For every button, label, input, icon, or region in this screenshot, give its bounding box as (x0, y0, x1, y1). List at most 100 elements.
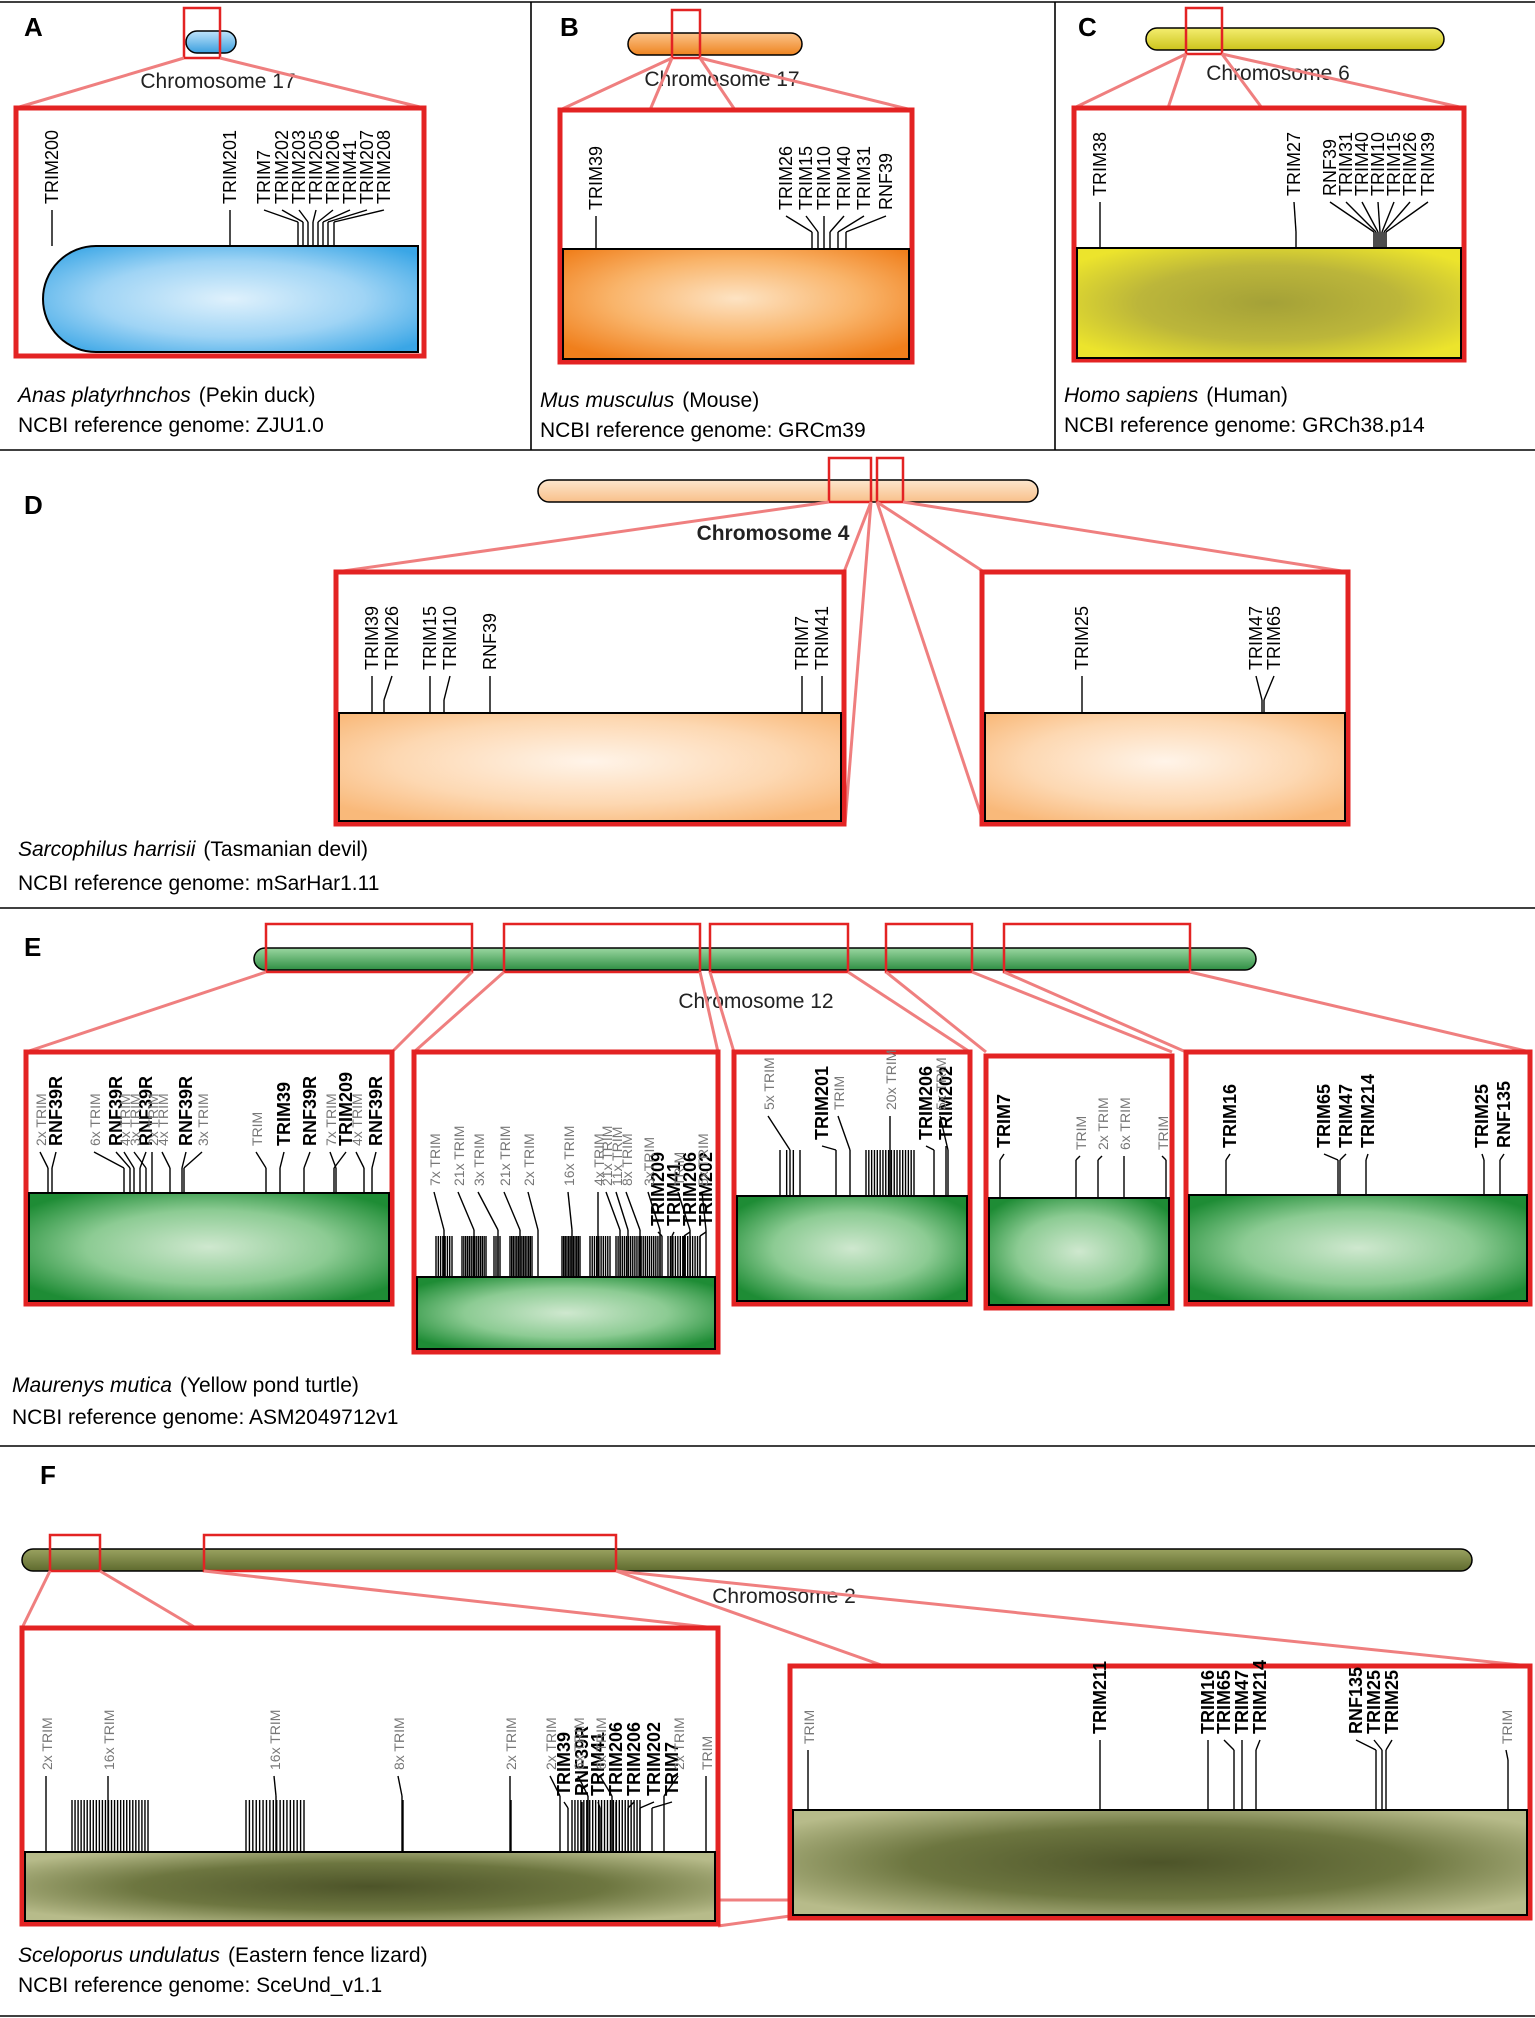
gene-marker (433, 1191, 445, 1277)
gene-label: TRIM38 (1090, 132, 1110, 196)
gene-marker (279, 1151, 285, 1193)
chromosome-segment (42, 245, 419, 353)
gene-marker (333, 209, 385, 246)
common-name: (Yellow pond turtle) (180, 1374, 359, 1397)
gene-marker (677, 1191, 691, 1277)
gene-label: TRIM25 (1364, 1670, 1384, 1734)
selection-box (182, 6, 222, 60)
gene-label: 16x TRIM (267, 1710, 283, 1770)
gene-cluster (561, 1236, 581, 1277)
gene-marker (329, 1151, 337, 1193)
gene-label: TRIM10 (440, 606, 460, 670)
gene-label: 6x TRIM (87, 1093, 103, 1146)
gene-marker (805, 215, 819, 249)
gene-label: TRIM7 (994, 1094, 1014, 1148)
gene-label: TRIM15 (420, 606, 440, 670)
gene-marker (281, 209, 304, 246)
gene-label: RNF39R (572, 1726, 592, 1796)
chromosome-segment (28, 1192, 390, 1302)
gene-label: 2x TRIM (503, 1717, 519, 1770)
panel-label: F (40, 1460, 56, 1490)
gene-label: TRIM41 (812, 606, 832, 670)
gene-label: TRIM (1073, 1116, 1089, 1150)
gene-label: 7x TRIM (427, 1133, 443, 1186)
gene-marker (925, 1145, 935, 1196)
reference-genome: NCBI reference genome: mSarHar1.11 (18, 872, 379, 895)
gene-marker (1385, 1739, 1393, 1810)
gene-label: TRIM47 (1246, 606, 1266, 670)
gene-label: TRIM214 (1358, 1074, 1378, 1148)
gene-label: TRIM26 (1400, 132, 1420, 196)
gene-label: 3xTRIM (641, 1137, 657, 1186)
zoom-inset (333, 569, 847, 827)
chromosome-segment (338, 712, 842, 822)
gene-label: TRIM201 (220, 130, 240, 204)
gene-label: TRIM10 (814, 146, 834, 210)
gene-marker (605, 1191, 621, 1277)
gene-marker (1255, 1739, 1261, 1810)
gene-label: RNF39 (876, 153, 896, 210)
gene-label: 2x TRIM (1095, 1097, 1111, 1150)
gene-marker (1383, 201, 1411, 248)
gene-label: TRIM26 (776, 146, 796, 210)
zoom-inset (787, 1663, 1533, 1921)
gene-marker (567, 1191, 573, 1277)
gene-cluster (589, 1236, 611, 1277)
species-name: Homo sapiens (1064, 384, 1199, 407)
gene-label: TRIM39 (1418, 132, 1438, 196)
chromosome-segment (562, 248, 910, 360)
chromosome-segment (1076, 247, 1462, 359)
zoom-inset (983, 1053, 1175, 1311)
selection-box (875, 456, 905, 504)
gene-label: TRIM7 (662, 1742, 682, 1796)
panel-label: B (560, 12, 579, 42)
gene-marker (1373, 1739, 1383, 1810)
gene-marker (397, 1775, 403, 1852)
gene-label: TRIM203 (289, 130, 309, 204)
gene-label: RNF39R (106, 1076, 126, 1146)
gene-label: TRIM (831, 1076, 847, 1110)
species-name: Maurenys mutica (12, 1374, 172, 1397)
gene-label: 6x TRIM (571, 1717, 587, 1770)
gene-label: RNF135 (1346, 1667, 1366, 1734)
gene-label: 11x TRIM (609, 1127, 625, 1186)
gene-label: TRIM31 (1336, 132, 1356, 196)
gene-marker (625, 1191, 641, 1277)
gene-marker (255, 1151, 267, 1193)
svg-text:Mus musculus(Mouse): Mus musculus(Mouse) (540, 389, 759, 412)
gene-marker (298, 209, 309, 246)
selection-box (1002, 922, 1192, 974)
chromosome-bar (21, 1548, 1473, 1572)
gene-marker (671, 1231, 675, 1277)
gene-marker (1097, 1155, 1103, 1198)
gene-label: TRIM (699, 1736, 715, 1770)
gene-cluster (461, 1236, 487, 1277)
zoom-inset (1071, 105, 1467, 363)
chromosome-bar (1145, 27, 1445, 51)
gene-label: RNF135 (1494, 1081, 1514, 1148)
panel-label: C (1078, 12, 1097, 42)
gene-label: RNF39R (46, 1076, 66, 1146)
species-caption: Sarcophilus harrisii(Tasmanian devil) NC… (18, 838, 379, 895)
selection-box (502, 922, 702, 974)
zoom-inset (557, 107, 915, 365)
gene-marker (939, 1115, 949, 1196)
gene-marker (837, 1115, 851, 1196)
selection-box (264, 922, 474, 974)
common-name: (Human) (1206, 384, 1288, 407)
gene-marker (183, 1151, 203, 1193)
gene-marker (477, 1191, 499, 1277)
gene-marker (123, 1151, 135, 1193)
gene-label: 20x TRIM (883, 1050, 899, 1110)
gene-marker (785, 215, 813, 249)
gene-marker (39, 1151, 49, 1193)
gene-marker (443, 675, 451, 713)
gene-label: TRIM7 (254, 150, 274, 204)
gene-marker (133, 1151, 147, 1193)
gene-label: TRIM206 (323, 130, 343, 204)
gene-label: TRIM25 (1472, 1084, 1492, 1148)
gene-label: 6x TRIM (593, 1717, 609, 1770)
gene-label: TRIM16 (1198, 1670, 1218, 1734)
